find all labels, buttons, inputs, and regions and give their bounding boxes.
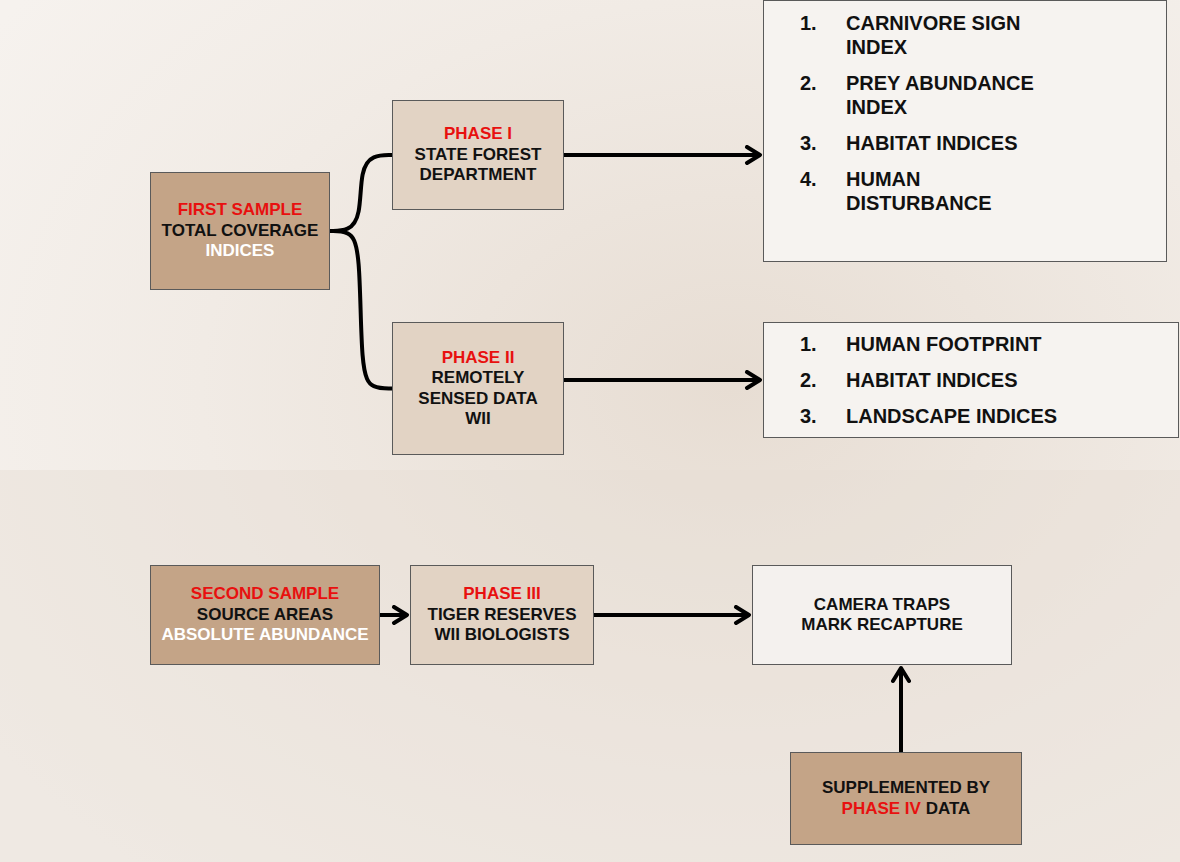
phase-box: PHASE IIREMOTELY SENSED DATAWII [392,322,564,455]
list-number: 1. [800,11,817,59]
box-text: TIGER RESERVES WII BIOLOGISTS [421,605,583,646]
list-item: HUMAN FOOTPRINT [846,332,1042,356]
background-water [0,470,1180,862]
bracket-connector [330,155,392,231]
arrow-connector [594,613,749,617]
box-content: SECOND SAMPLESOURCE AREASABSOLUTE ABUNDA… [161,584,368,645]
box-content: 1. HUMAN FOOTPRINT 2. HABITAT INDICES 3. LAND… [800,332,1057,428]
list-item: PREY ABUNDANCE INDEX [846,71,1066,119]
index-list-box: 1. HUMAN FOOTPRINT 2. HABITAT INDICES 3. LAND… [763,322,1179,438]
box-text: SOURCE AREAS [197,605,333,625]
list-item: HUMAN DISTURBANCE [846,167,1066,215]
box-text: DATA [926,799,971,818]
list-number: 1. [800,332,817,356]
bracket-connector [330,231,392,389]
list-number: 3. [800,131,817,155]
arrow-connector [380,613,407,617]
method-box: CAMERA TRAPS MARK RECAPTURE [752,565,1012,665]
box-content: FIRST SAMPLETOTAL COVERAGEINDICES [162,200,319,261]
list-number: 2. [800,368,817,392]
box-heading: PHASE II [442,348,515,368]
sample-box: SECOND SAMPLESOURCE AREASABSOLUTE ABUNDA… [150,565,380,665]
box-text: SUPPLEMENTED BY [822,778,990,797]
list-item: HABITAT INDICES [846,368,1017,392]
box-text: STATE FOREST DEPARTMENT [403,145,553,186]
box-content: 1. CARNIVORE SIGN INDEX 2. PREY ABUNDANCE I… [800,11,1066,215]
phase-box: PHASE ISTATE FOREST DEPARTMENT [392,100,564,210]
arrow-connector [899,668,903,752]
list-item: HABITAT INDICES [846,131,1017,155]
box-text: INDICES [206,241,275,261]
box-heading: FIRST SAMPLE [178,200,303,220]
box-text: WII [465,409,491,429]
text-line: PHASE IV DATA [822,799,990,819]
phase-box: PHASE IIITIGER RESERVES WII BIOLOGISTS [410,565,594,665]
box-text: PHASE IV [842,799,921,818]
box-heading: SECOND SAMPLE [191,584,339,604]
list-item: CARNIVORE SIGN INDEX [846,11,1066,59]
index-list-box: 1. CARNIVORE SIGN INDEX 2. PREY ABUNDANCE I… [763,0,1167,262]
box-content: PHASE IIREMOTELY SENSED DATAWII [403,348,553,430]
list-item: LANDSCAPE INDICES [846,404,1057,428]
box-content: CAMERA TRAPS MARK RECAPTURE [796,595,968,636]
text-line: SUPPLEMENTED BY [822,778,990,798]
list-number: 4. [800,167,817,215]
box-text: REMOTELY SENSED DATA [403,368,553,409]
box-heading: PHASE III [463,584,540,604]
box-content: PHASE IIITIGER RESERVES WII BIOLOGISTS [421,584,583,645]
box-text: TOTAL COVERAGE [162,221,319,241]
box-heading: CAMERA TRAPS MARK RECAPTURE [796,595,968,636]
list-number: 3. [800,404,817,428]
box-content: SUPPLEMENTED BY PHASE IV DATA [822,778,990,819]
box-content: PHASE ISTATE FOREST DEPARTMENT [403,124,553,185]
box-heading: PHASE I [444,124,512,144]
arrow-connector [564,153,760,157]
sample-box: FIRST SAMPLETOTAL COVERAGEINDICES [150,172,330,290]
list-number: 2. [800,71,817,119]
supplement-box: SUPPLEMENTED BY PHASE IV DATA [790,752,1022,845]
arrow-connector [564,378,760,382]
box-text: ABSOLUTE ABUNDANCE [161,625,368,645]
